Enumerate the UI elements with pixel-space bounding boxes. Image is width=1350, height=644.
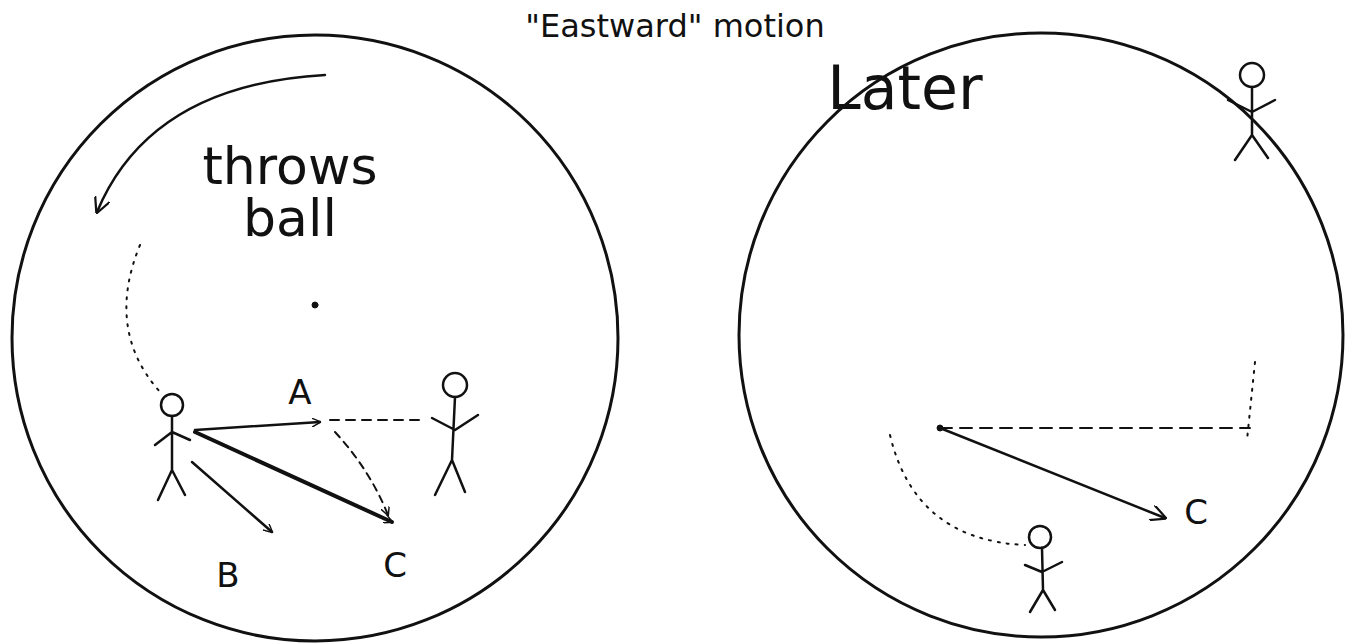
rotating-disk	[739, 33, 1343, 637]
point-label: A	[288, 375, 311, 409]
stick-figure	[432, 373, 478, 495]
stick-figure	[1025, 526, 1062, 612]
rotating-disk	[12, 35, 618, 641]
center-dot	[312, 302, 318, 308]
dotted-path	[126, 245, 160, 392]
annotation: throws ball	[170, 140, 410, 244]
point-label: B	[216, 558, 239, 592]
velocity-arrow	[195, 422, 320, 430]
diagram-title: "Eastward" motion	[525, 10, 824, 42]
dashed-line	[330, 419, 425, 421]
dashed-arrow	[335, 432, 388, 515]
dashed-line	[940, 427, 1250, 429]
stick-figure	[155, 394, 190, 500]
ball-path-arrow	[940, 428, 1165, 518]
velocity-arrow	[192, 462, 272, 532]
stick-figure	[1228, 63, 1275, 160]
point-label: C	[383, 548, 407, 582]
dotted-path	[890, 435, 1025, 545]
point-label: C	[1184, 495, 1208, 529]
annotation: Later	[827, 58, 982, 118]
velocity-arrow	[195, 432, 392, 522]
